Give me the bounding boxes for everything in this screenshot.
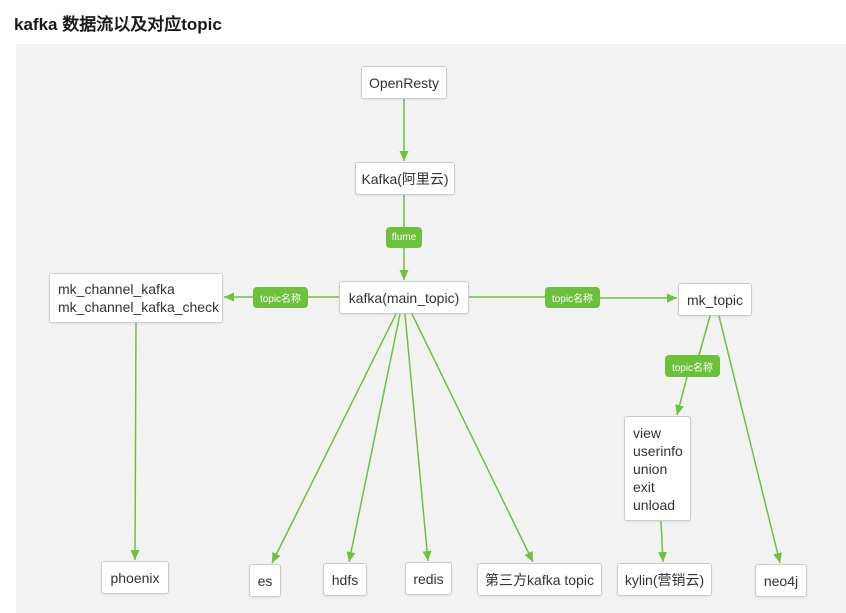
edge-mk-topic-to-neo4j <box>718 315 782 564</box>
edge-main-topic-to-es <box>271 313 397 564</box>
edge-badge-down-to-topic-list <box>675 376 688 416</box>
node-mk-channel-line: mk_channel_kafka_check <box>58 299 220 315</box>
node-kylin: kylin(营销云) <box>617 563 712 596</box>
topic-list-item: userinfo <box>633 442 683 459</box>
node-topic-list: view userinfo union exit unload <box>624 416 691 521</box>
node-mk-channel: mk_channel_kafka mk_channel_kafka_check <box>49 273 223 323</box>
edge-mk-channel-to-phoenix <box>130 322 140 561</box>
node-phoenix: phoenix <box>101 561 169 594</box>
edge-main-topic-to-hdfs <box>346 313 401 563</box>
node-neo4j: neo4j <box>755 564 807 597</box>
diagram-canvas <box>16 44 846 613</box>
node-mk-channel-line: mk_channel_kafka <box>58 281 175 297</box>
badge-flume: flume <box>386 227 422 248</box>
edge-main-topic-to-third-party <box>411 313 534 563</box>
node-third-party: 第三方kafka topic <box>477 563 602 596</box>
edge-topic-list-to-kylin <box>658 520 668 563</box>
badge-topic-left: topic名称 <box>253 287 308 308</box>
edge-mk-topic-to-badge-down <box>698 315 711 356</box>
node-hdfs: hdfs <box>323 563 367 596</box>
topic-list-item: view <box>633 424 662 441</box>
node-mk-topic: mk_topic <box>678 283 752 316</box>
page-title: kafka 数据流以及对应topic <box>14 15 222 34</box>
node-es: es <box>249 564 281 597</box>
node-redis: redis <box>405 562 452 595</box>
badge-topic-down: topic名称 <box>665 355 720 377</box>
node-openresty: OpenResty <box>361 66 447 99</box>
topic-list-item: unload <box>633 496 676 513</box>
edge-main-topic-to-redis <box>404 313 432 562</box>
topic-list-item: union <box>633 460 668 477</box>
node-main-topic: kafka(main_topic) <box>339 281 469 314</box>
node-kafka-aliyun: Kafka(阿里云) <box>355 162 455 195</box>
badge-topic-right: topic名称 <box>545 287 600 308</box>
topic-list-item: exit <box>633 478 655 495</box>
